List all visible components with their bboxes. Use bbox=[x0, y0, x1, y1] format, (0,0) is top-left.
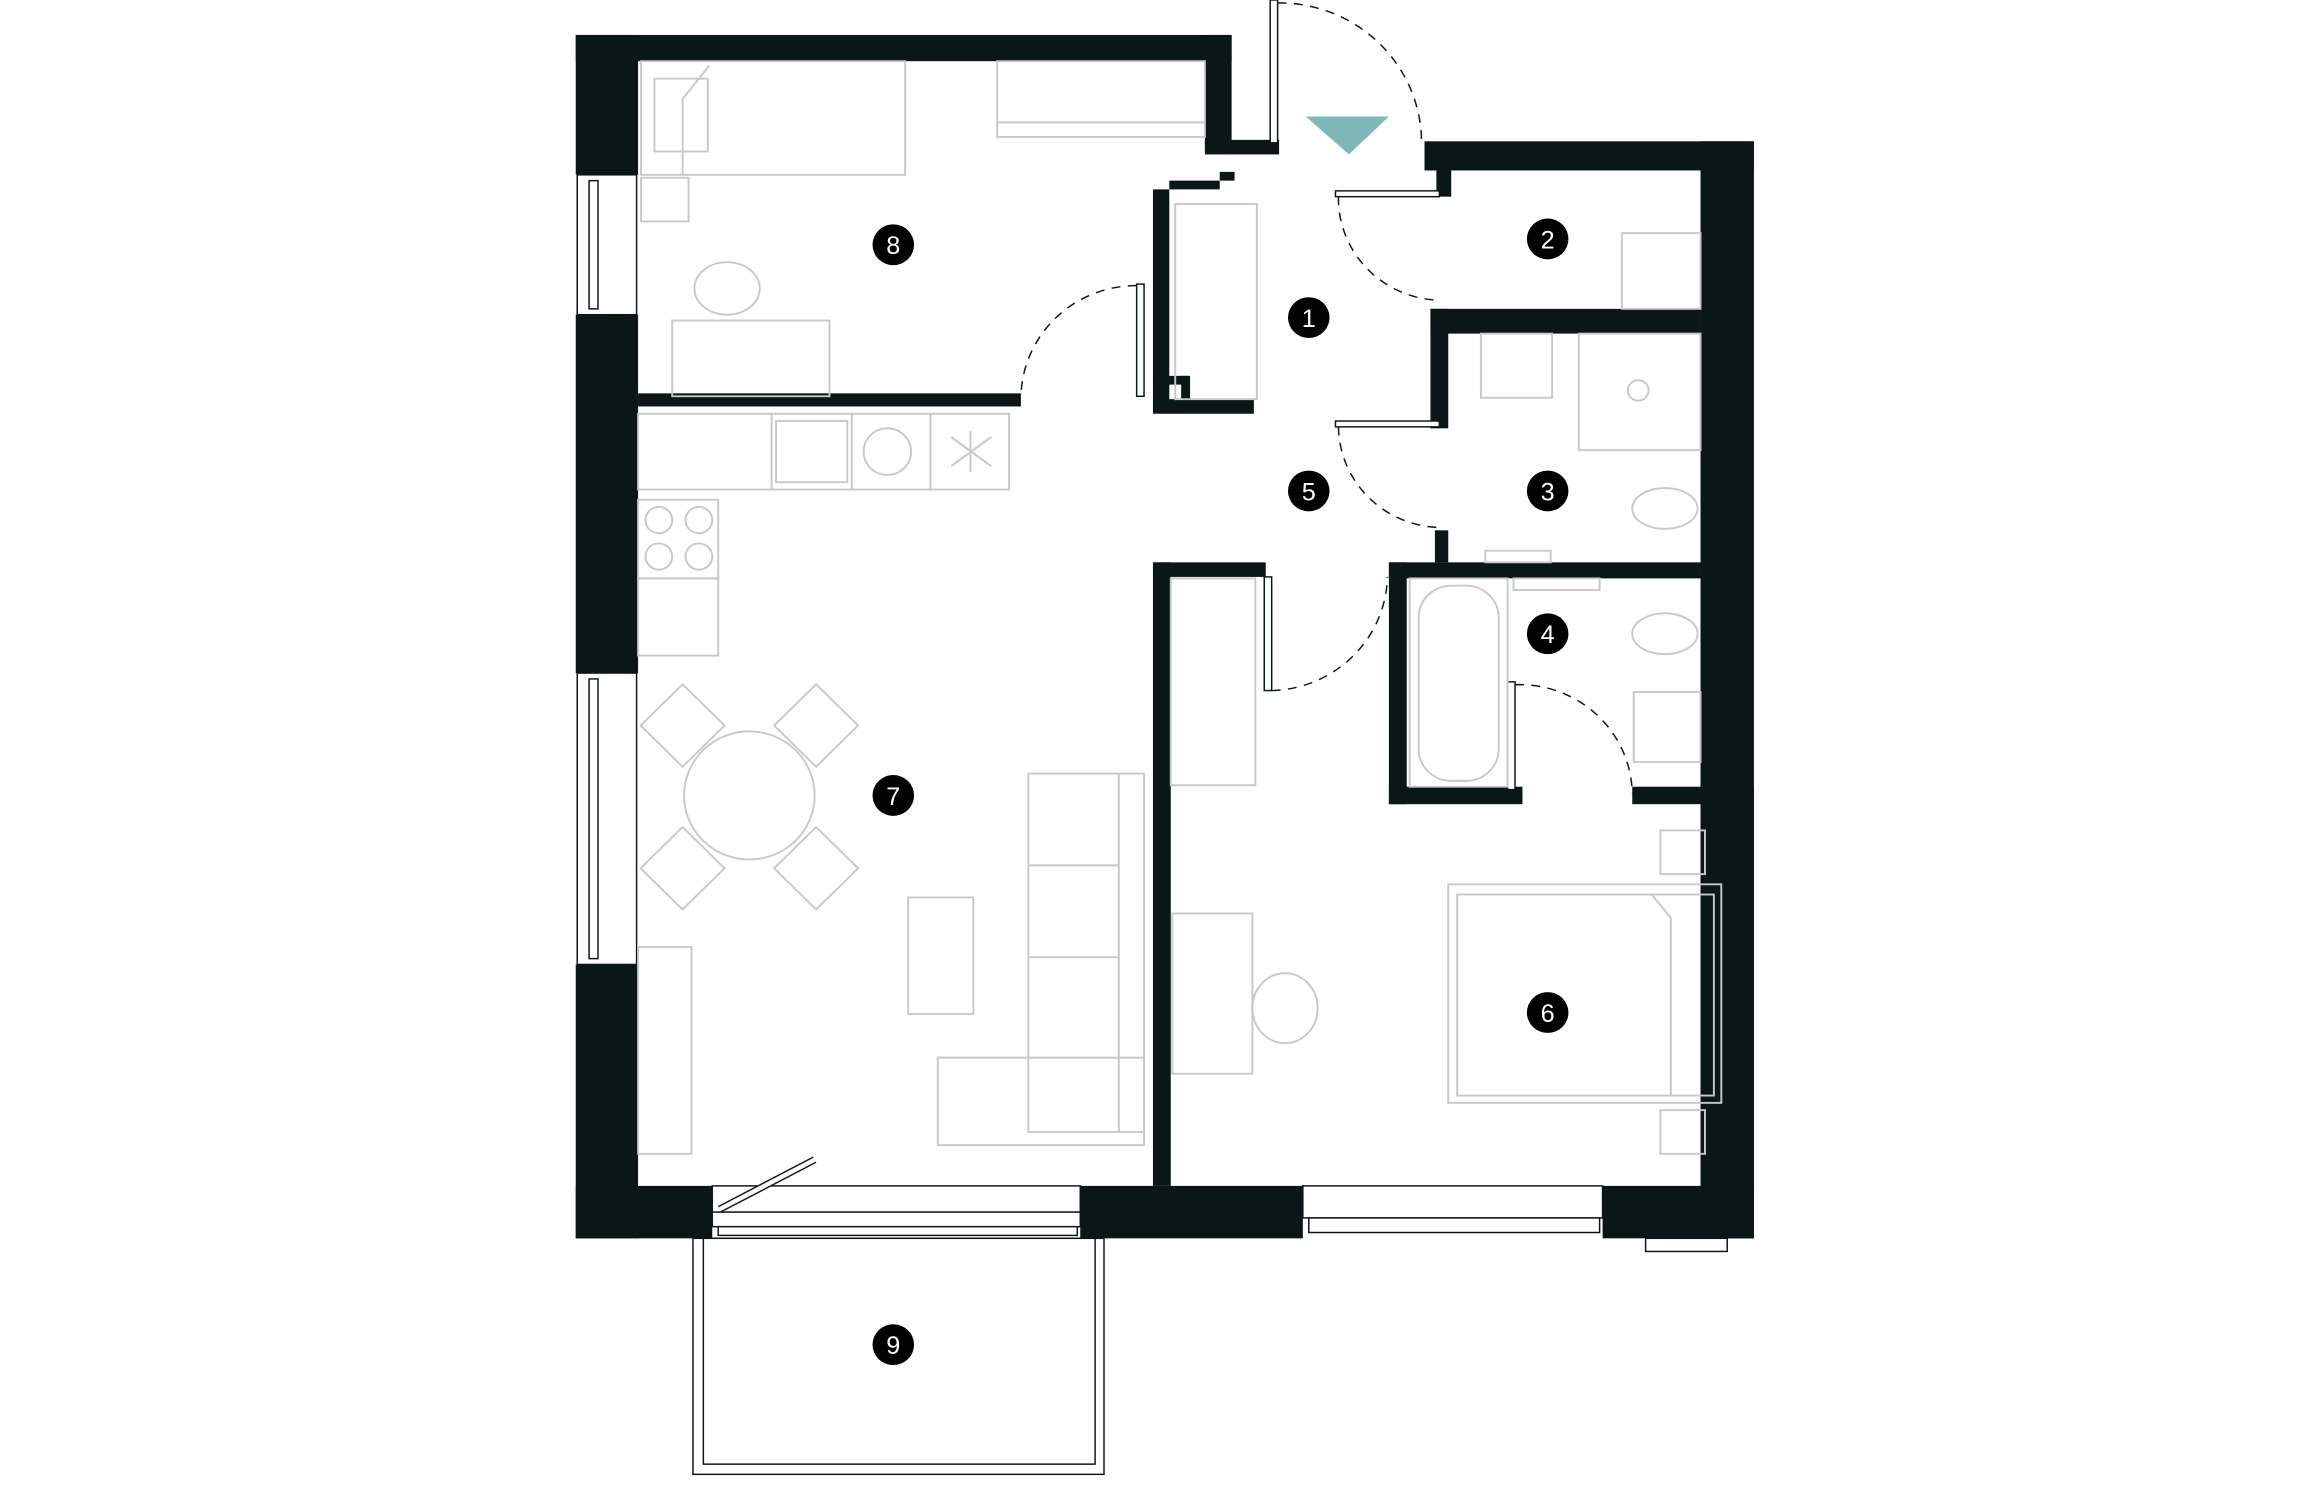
svg-text:4: 4 bbox=[1541, 621, 1555, 649]
svg-text:7: 7 bbox=[886, 783, 900, 811]
room-badge-6: 6 bbox=[1526, 992, 1569, 1033]
room-badge-7: 7 bbox=[872, 775, 915, 816]
svg-text:1: 1 bbox=[1302, 305, 1316, 333]
room-badge-3: 3 bbox=[1526, 470, 1569, 512]
svg-text:5: 5 bbox=[1302, 479, 1316, 507]
windows bbox=[576, 174, 1604, 1237]
doors bbox=[1020, 0, 1633, 794]
entrance-arrow-icon bbox=[1305, 116, 1389, 155]
svg-text:2: 2 bbox=[1541, 227, 1555, 255]
room-badge-2: 2 bbox=[1526, 218, 1569, 260]
room-badge-8: 8 bbox=[872, 224, 915, 266]
svg-text:6: 6 bbox=[1541, 1000, 1555, 1028]
room-badge-5: 5 bbox=[1288, 470, 1330, 512]
furniture bbox=[637, 60, 1723, 1155]
svg-text:9: 9 bbox=[886, 1332, 900, 1360]
room-badge-1: 1 bbox=[1288, 297, 1330, 338]
room-badge-4: 4 bbox=[1526, 613, 1569, 655]
svg-text:8: 8 bbox=[886, 232, 900, 260]
walls bbox=[575, 34, 1754, 1253]
room-badge-9: 9 bbox=[872, 1324, 915, 1366]
svg-text:3: 3 bbox=[1541, 479, 1555, 507]
